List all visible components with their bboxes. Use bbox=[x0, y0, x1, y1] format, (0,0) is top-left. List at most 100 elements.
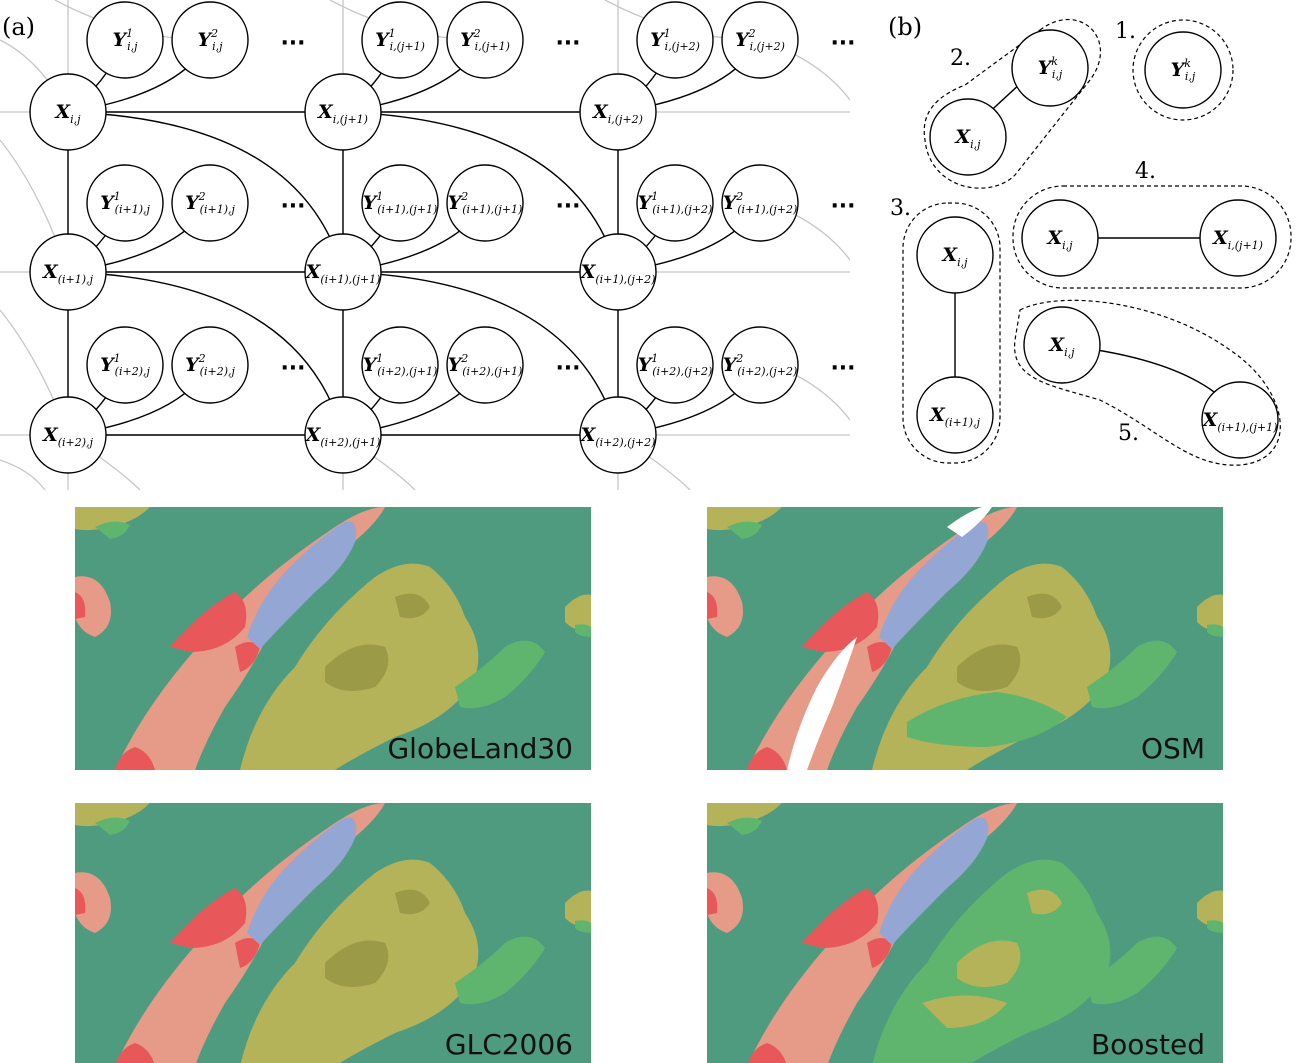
agriculture-dark-1 bbox=[957, 644, 1021, 691]
x-node-circle bbox=[29, 396, 107, 474]
y-node-y22b-sup: 2 bbox=[735, 352, 743, 365]
panel-a-label: (a) bbox=[2, 13, 35, 41]
y-node-y10b-sup: 2 bbox=[198, 190, 206, 203]
x-node-x12: X(i+1),(j+2) bbox=[579, 233, 657, 311]
agriculture-dark-1 bbox=[325, 644, 389, 691]
clique-3-node-1: Xi,j bbox=[916, 216, 994, 294]
y-node-y10b-label: Y2(i+1),j bbox=[185, 190, 235, 216]
map-label: GlobeLand30 bbox=[387, 732, 573, 765]
y-node-y20b-sup: 2 bbox=[198, 352, 206, 365]
clique-2-node-2-label: Xi,j bbox=[954, 126, 981, 151]
y-node-y21a-label: Y1(i+2),(j+1) bbox=[363, 352, 438, 378]
map-label: Boosted bbox=[1091, 1028, 1205, 1061]
x-node-x11-label: X(i+1),(j+1) bbox=[305, 261, 381, 286]
x-node-x02-label: Xi,(j+2) bbox=[592, 101, 643, 126]
y-node-y20b: Y2(i+2),j bbox=[171, 326, 249, 404]
x-node-x00-base: X bbox=[54, 101, 71, 123]
clique-node-circle bbox=[1201, 381, 1279, 459]
y-node-y22a: Y1(i+2),(j+2) bbox=[636, 326, 714, 404]
y-node-y12a-sup: 1 bbox=[651, 190, 658, 203]
y-node-circle bbox=[361, 326, 439, 404]
urban-patch-2 bbox=[867, 938, 892, 968]
ellipsis-1-0: ··· bbox=[280, 194, 305, 219]
y-node-y12a: Y1(i+1),(j+2) bbox=[636, 164, 714, 242]
urban-patch-2 bbox=[235, 642, 260, 672]
x-node-x01-base: X bbox=[317, 101, 334, 123]
clique-4-node-1: Xi,j bbox=[1021, 199, 1099, 277]
y-node-y22a-base: Y bbox=[638, 354, 654, 376]
bare-patch-left bbox=[75, 872, 111, 933]
x-node-circle bbox=[29, 233, 107, 311]
x-node-circle bbox=[579, 396, 657, 474]
bare-patch-left bbox=[707, 576, 743, 637]
x-node-x12-sub: (i+1),(j+2) bbox=[595, 273, 655, 286]
y-node-y01a-sub: i,(j+1) bbox=[390, 40, 425, 53]
ellipsis-2-2: ··· bbox=[830, 356, 855, 381]
x-node-x02-sub: i,(j+2) bbox=[608, 113, 643, 126]
clique-2-number: 2. bbox=[950, 46, 971, 71]
x-node-x21-label: X(i+2),(j+1) bbox=[305, 424, 381, 449]
y-node-y12a-sub: (i+1),(j+2) bbox=[652, 203, 712, 216]
y-node-y10b-sub: (i+1),j bbox=[200, 203, 236, 216]
lake bbox=[879, 817, 989, 945]
y-node-y00a-sub: i,j bbox=[127, 40, 138, 53]
agriculture-edge bbox=[565, 890, 591, 928]
clique-4-number: 4. bbox=[1135, 159, 1156, 184]
urban-patch-1 bbox=[170, 888, 247, 948]
ellipsis-2-0: ··· bbox=[280, 356, 305, 381]
clique-5-node-1-sub: i,j bbox=[1064, 346, 1075, 359]
x-node-x01-label: Xi,(j+1) bbox=[317, 101, 368, 126]
y-node-circle bbox=[86, 164, 164, 242]
x-node-x20-label: X(i+2),j bbox=[42, 424, 94, 449]
urban-patch-3 bbox=[747, 747, 787, 770]
agriculture-dark-2 bbox=[1027, 593, 1062, 619]
y-node-y01b-sub: i,(j+1) bbox=[475, 40, 510, 53]
clique-3-node-2-label: X(i+1),j bbox=[929, 404, 981, 429]
ellipsis-1-2: ··· bbox=[830, 194, 855, 219]
clique-node-circle bbox=[929, 98, 1007, 176]
grassland-right bbox=[455, 640, 545, 709]
y-node-circle bbox=[636, 164, 714, 242]
y-node-y02a-base: Y bbox=[650, 29, 666, 51]
y-node-y02a-sup: 1 bbox=[664, 27, 671, 40]
y-node-y01b-sup: 2 bbox=[473, 27, 481, 40]
clique-5-node-2-label: X(i+1),(j+1) bbox=[1202, 409, 1278, 434]
clique-4-node-1-label: Xi,j bbox=[1046, 227, 1073, 252]
lake bbox=[247, 521, 357, 649]
clique-4-node-2-label: Xi,(j+1) bbox=[1212, 227, 1263, 252]
y-node-y22a-sup: 1 bbox=[651, 352, 658, 365]
clique-5-node-1-base: X bbox=[1048, 334, 1065, 356]
y-node-y12b: Y2(i+1),(j+2) bbox=[721, 164, 799, 242]
ellipsis-group: ··························· bbox=[280, 31, 855, 381]
y-node-y10a-sup: 1 bbox=[114, 190, 121, 203]
urban-patch-left bbox=[75, 888, 86, 915]
ellipsis-1-1: ··· bbox=[555, 194, 580, 219]
y-node-y12a-base: Y bbox=[638, 192, 654, 214]
y-node-circle bbox=[446, 326, 524, 404]
clique-4-node-2: Xi,(j+1) bbox=[1199, 199, 1277, 277]
y-node-y20b-base: Y bbox=[185, 354, 201, 376]
clique-1-node-1-sup: k bbox=[1184, 57, 1191, 70]
y-node-y20b-label: Y2(i+2),j bbox=[185, 352, 235, 378]
y-node-y11b-base: Y bbox=[448, 192, 464, 214]
y-node-y11a-sub: (i+1),(j+1) bbox=[377, 203, 437, 216]
map-label: GLC2006 bbox=[445, 1028, 573, 1061]
y-node-y11a-base: Y bbox=[363, 192, 379, 214]
urban-patch-2 bbox=[867, 642, 892, 672]
y-node-y21a: Y1(i+2),(j+1) bbox=[361, 326, 439, 404]
clique-5-outline bbox=[1014, 299, 1281, 466]
x-node-x20-base: X bbox=[42, 424, 59, 446]
agriculture-dark-1 bbox=[325, 940, 389, 987]
y-node-y12b-sup: 2 bbox=[735, 190, 743, 203]
clique-2-node-2-base: X bbox=[954, 126, 971, 148]
x-node-circle bbox=[29, 73, 107, 151]
grass-edge bbox=[1207, 624, 1223, 637]
y-node-circle bbox=[361, 1, 439, 79]
x-node-x21-sub: (i+2),(j+1) bbox=[320, 436, 380, 449]
